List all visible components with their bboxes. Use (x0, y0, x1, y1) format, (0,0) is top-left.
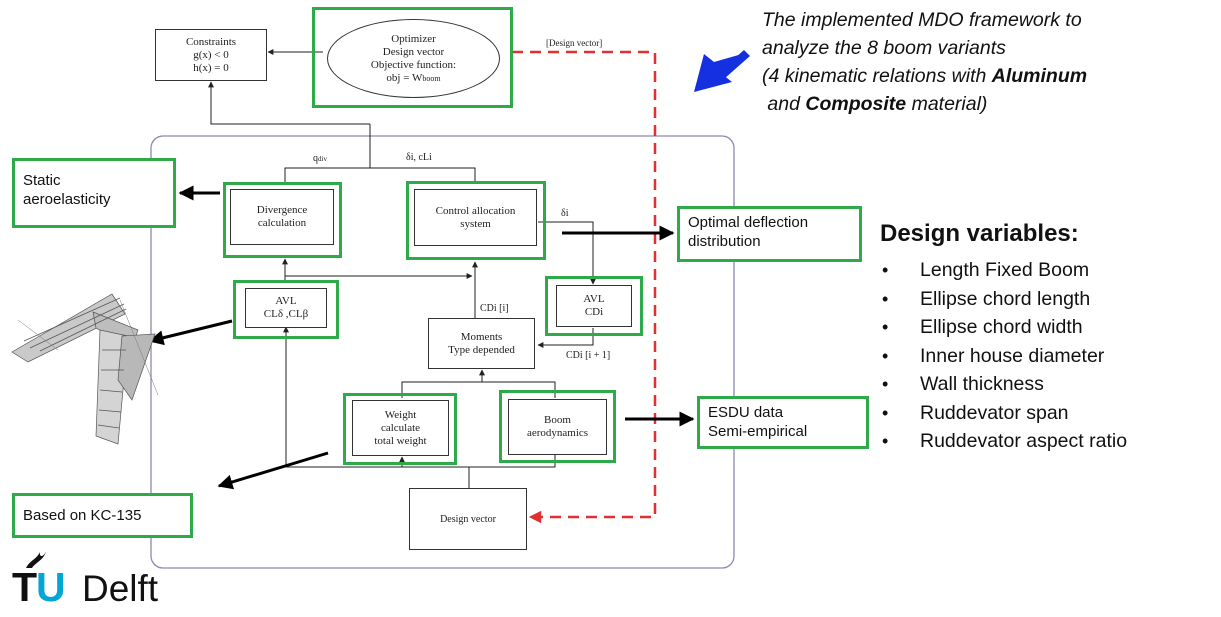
avl-left-highlight (233, 280, 339, 339)
boom-aero-highlight (499, 390, 616, 463)
control-allocation-line-2: system (460, 217, 491, 230)
design-vector-dashed-label: [Design vector] (546, 38, 603, 48)
optimizer-highlight (312, 7, 513, 108)
constraints-title: Constraints (185, 35, 237, 48)
annotation-line-3: (4 kinematic relations with (762, 65, 987, 87)
delta-cl-label: δi, cLi (406, 152, 432, 163)
annotation-line-2: analyze the 8 boom variants (762, 37, 1006, 59)
divergence-highlight (223, 182, 342, 258)
boom-aero-box: Boom aerodynamics (508, 399, 607, 455)
framework-frame (150, 135, 735, 569)
optimizer-design-vector: Design vector (382, 45, 445, 58)
avl-right-coeff: CDi (584, 306, 604, 318)
static-line-1: Static (23, 172, 61, 189)
moments-line-2: Type depended (448, 343, 515, 356)
cdi-i1-label: CDi [i + 1] (566, 350, 611, 361)
optimizer-obj-sub: boom (422, 73, 441, 83)
logo-u: U (36, 564, 66, 610)
optimizer-obj: obj = W (386, 71, 423, 84)
design-variables-heading: Design variables: (880, 220, 1079, 247)
annotation-aluminum: Aluminum (991, 65, 1088, 87)
esdu-line-2: Semi-empirical (708, 423, 808, 440)
optimizer-title: Optimizer (391, 32, 436, 45)
constraints-box: Constraints g(x) < 0 h(x) = 0 (155, 29, 267, 81)
design-vector-box: Design vector (409, 488, 527, 550)
optimizer-ellipse: Optimizer Design vector Objective functi… (327, 19, 500, 98)
logo-delft: Delft (82, 568, 159, 609)
design-variable-item: Inner house diameter (880, 342, 1127, 371)
weight-line-1: Weight (384, 408, 417, 421)
avl-right-highlight (545, 276, 643, 336)
design-variable-item: Ellipse chord width (880, 313, 1127, 342)
divergence-line-1: Divergence (256, 204, 308, 216)
qdiv-q: q (313, 153, 318, 164)
design-variable-item: Ruddevator span (880, 399, 1127, 428)
design-variable-item: Ruddevator aspect ratio (880, 427, 1127, 456)
design-variable-item: Wall thickness (880, 370, 1127, 399)
weight-highlight (343, 393, 457, 465)
qdiv-label: qdiv (313, 153, 327, 164)
constraints-h: h(x) = 0 (193, 61, 229, 74)
qdiv-sub: div (318, 155, 327, 163)
annotation-and: and (767, 93, 800, 115)
control-allocation-highlight (406, 181, 546, 260)
kc135-box: Based on KC-135 (12, 493, 193, 538)
design-variable-item: Length Fixed Boom (880, 256, 1127, 285)
boom-aero-line-1: Boom (544, 414, 571, 426)
esdu-line-1: ESDU data (708, 404, 784, 421)
avl-left-box: AVL CLδ ,CLβ (245, 288, 327, 328)
optimal-deflection-box: Optimal deflection distribution (677, 206, 862, 262)
delta-i-label: δi (561, 208, 569, 219)
design-variables-list: Length Fixed Boom Ellipse chord length E… (880, 256, 1127, 456)
esdu-box: ESDU data Semi-empirical (697, 396, 869, 449)
control-allocation-line-1: Control allocation (435, 204, 516, 217)
avl-left-coeffs: CLδ ,CLβ (263, 308, 309, 320)
annotation-material: material) (911, 93, 988, 115)
logo-t: T (12, 564, 37, 610)
optimal-line-1: Optimal deflection (688, 214, 809, 231)
boom-wing-sketch-icon (11, 293, 159, 445)
moments-box: Moments Type depended (428, 318, 535, 369)
weight-line-2: calculate (380, 421, 421, 434)
boom-aero-line-2: aerodynamics (526, 427, 589, 439)
static-aeroelasticity-box: Static aeroelasticity (12, 158, 176, 228)
avl-right-title: AVL (583, 293, 605, 305)
weight-line-3: total weight (374, 434, 427, 447)
moments-line-1: Moments (460, 330, 503, 343)
avl-right-box: AVL CDi (556, 285, 632, 327)
cdi-i-label: CDi [i] (480, 303, 509, 314)
framework-annotation: The implemented MDO framework to analyze… (762, 6, 1087, 118)
optimizer-objective: Objective function: (370, 58, 457, 71)
optimal-line-2: distribution (688, 233, 761, 250)
control-allocation-box: Control allocation system (414, 189, 537, 246)
kc135-text: Based on KC-135 (23, 507, 142, 524)
static-line-2: aeroelasticity (23, 191, 111, 208)
avl-left-title: AVL (275, 295, 297, 307)
weight-box: Weight calculate total weight (352, 400, 449, 456)
constraints-g: g(x) < 0 (193, 48, 229, 61)
tu-delft-logo: TU Delft (12, 548, 202, 612)
annotation-line-1: The implemented MDO framework to (762, 9, 1082, 31)
annotation-composite: Composite (805, 93, 907, 115)
divergence-box: Divergence calculation (230, 189, 334, 245)
flame-icon (26, 551, 46, 568)
divergence-line-2: calculation (257, 217, 307, 229)
design-variable-item: Ellipse chord length (880, 285, 1127, 314)
